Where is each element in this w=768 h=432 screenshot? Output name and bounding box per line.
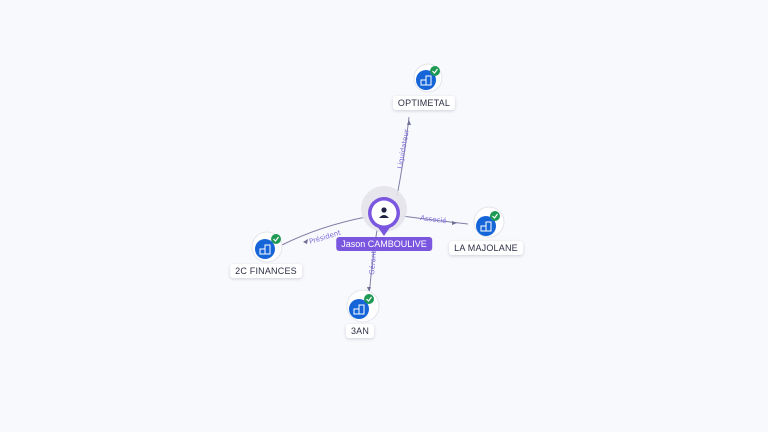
company-label-3an[interactable]: 3AN [345, 324, 375, 338]
verified-check-icon [271, 234, 281, 244]
company-node-2c-finances[interactable] [251, 231, 283, 263]
person-node[interactable] [361, 186, 407, 236]
edge-3an: Gérant [367, 229, 378, 297]
company-node-optimetal[interactable] [413, 63, 443, 93]
relation-label-3an: Gérant [368, 250, 378, 275]
company-label-optimetal[interactable]: OPTIMETAL [392, 96, 456, 110]
relation-label-la-majolane: Associé [420, 214, 447, 225]
person-icon [379, 207, 389, 218]
company-label-2c-finances[interactable]: 2C FINANCES [230, 264, 302, 278]
company-node-3an[interactable] [346, 289, 380, 323]
verified-check-icon [430, 66, 440, 76]
edge-la-majolane: Associé [401, 214, 469, 225]
company-building-icon [353, 304, 365, 315]
verified-check-icon [490, 211, 500, 221]
company-building-icon [480, 221, 492, 232]
company-building-icon [420, 75, 432, 86]
edge-optimetal: Liquidateur [396, 116, 411, 197]
company-building-icon [259, 244, 271, 255]
relation-label-optimetal: Liquidateur [396, 129, 411, 170]
verified-check-icon [364, 294, 374, 304]
person-name-label[interactable]: Jason CAMBOULIVE [336, 237, 432, 251]
company-label-la-majolane[interactable]: LA MAJOLANE [449, 241, 523, 255]
company-node-la-majolane[interactable] [473, 206, 505, 238]
